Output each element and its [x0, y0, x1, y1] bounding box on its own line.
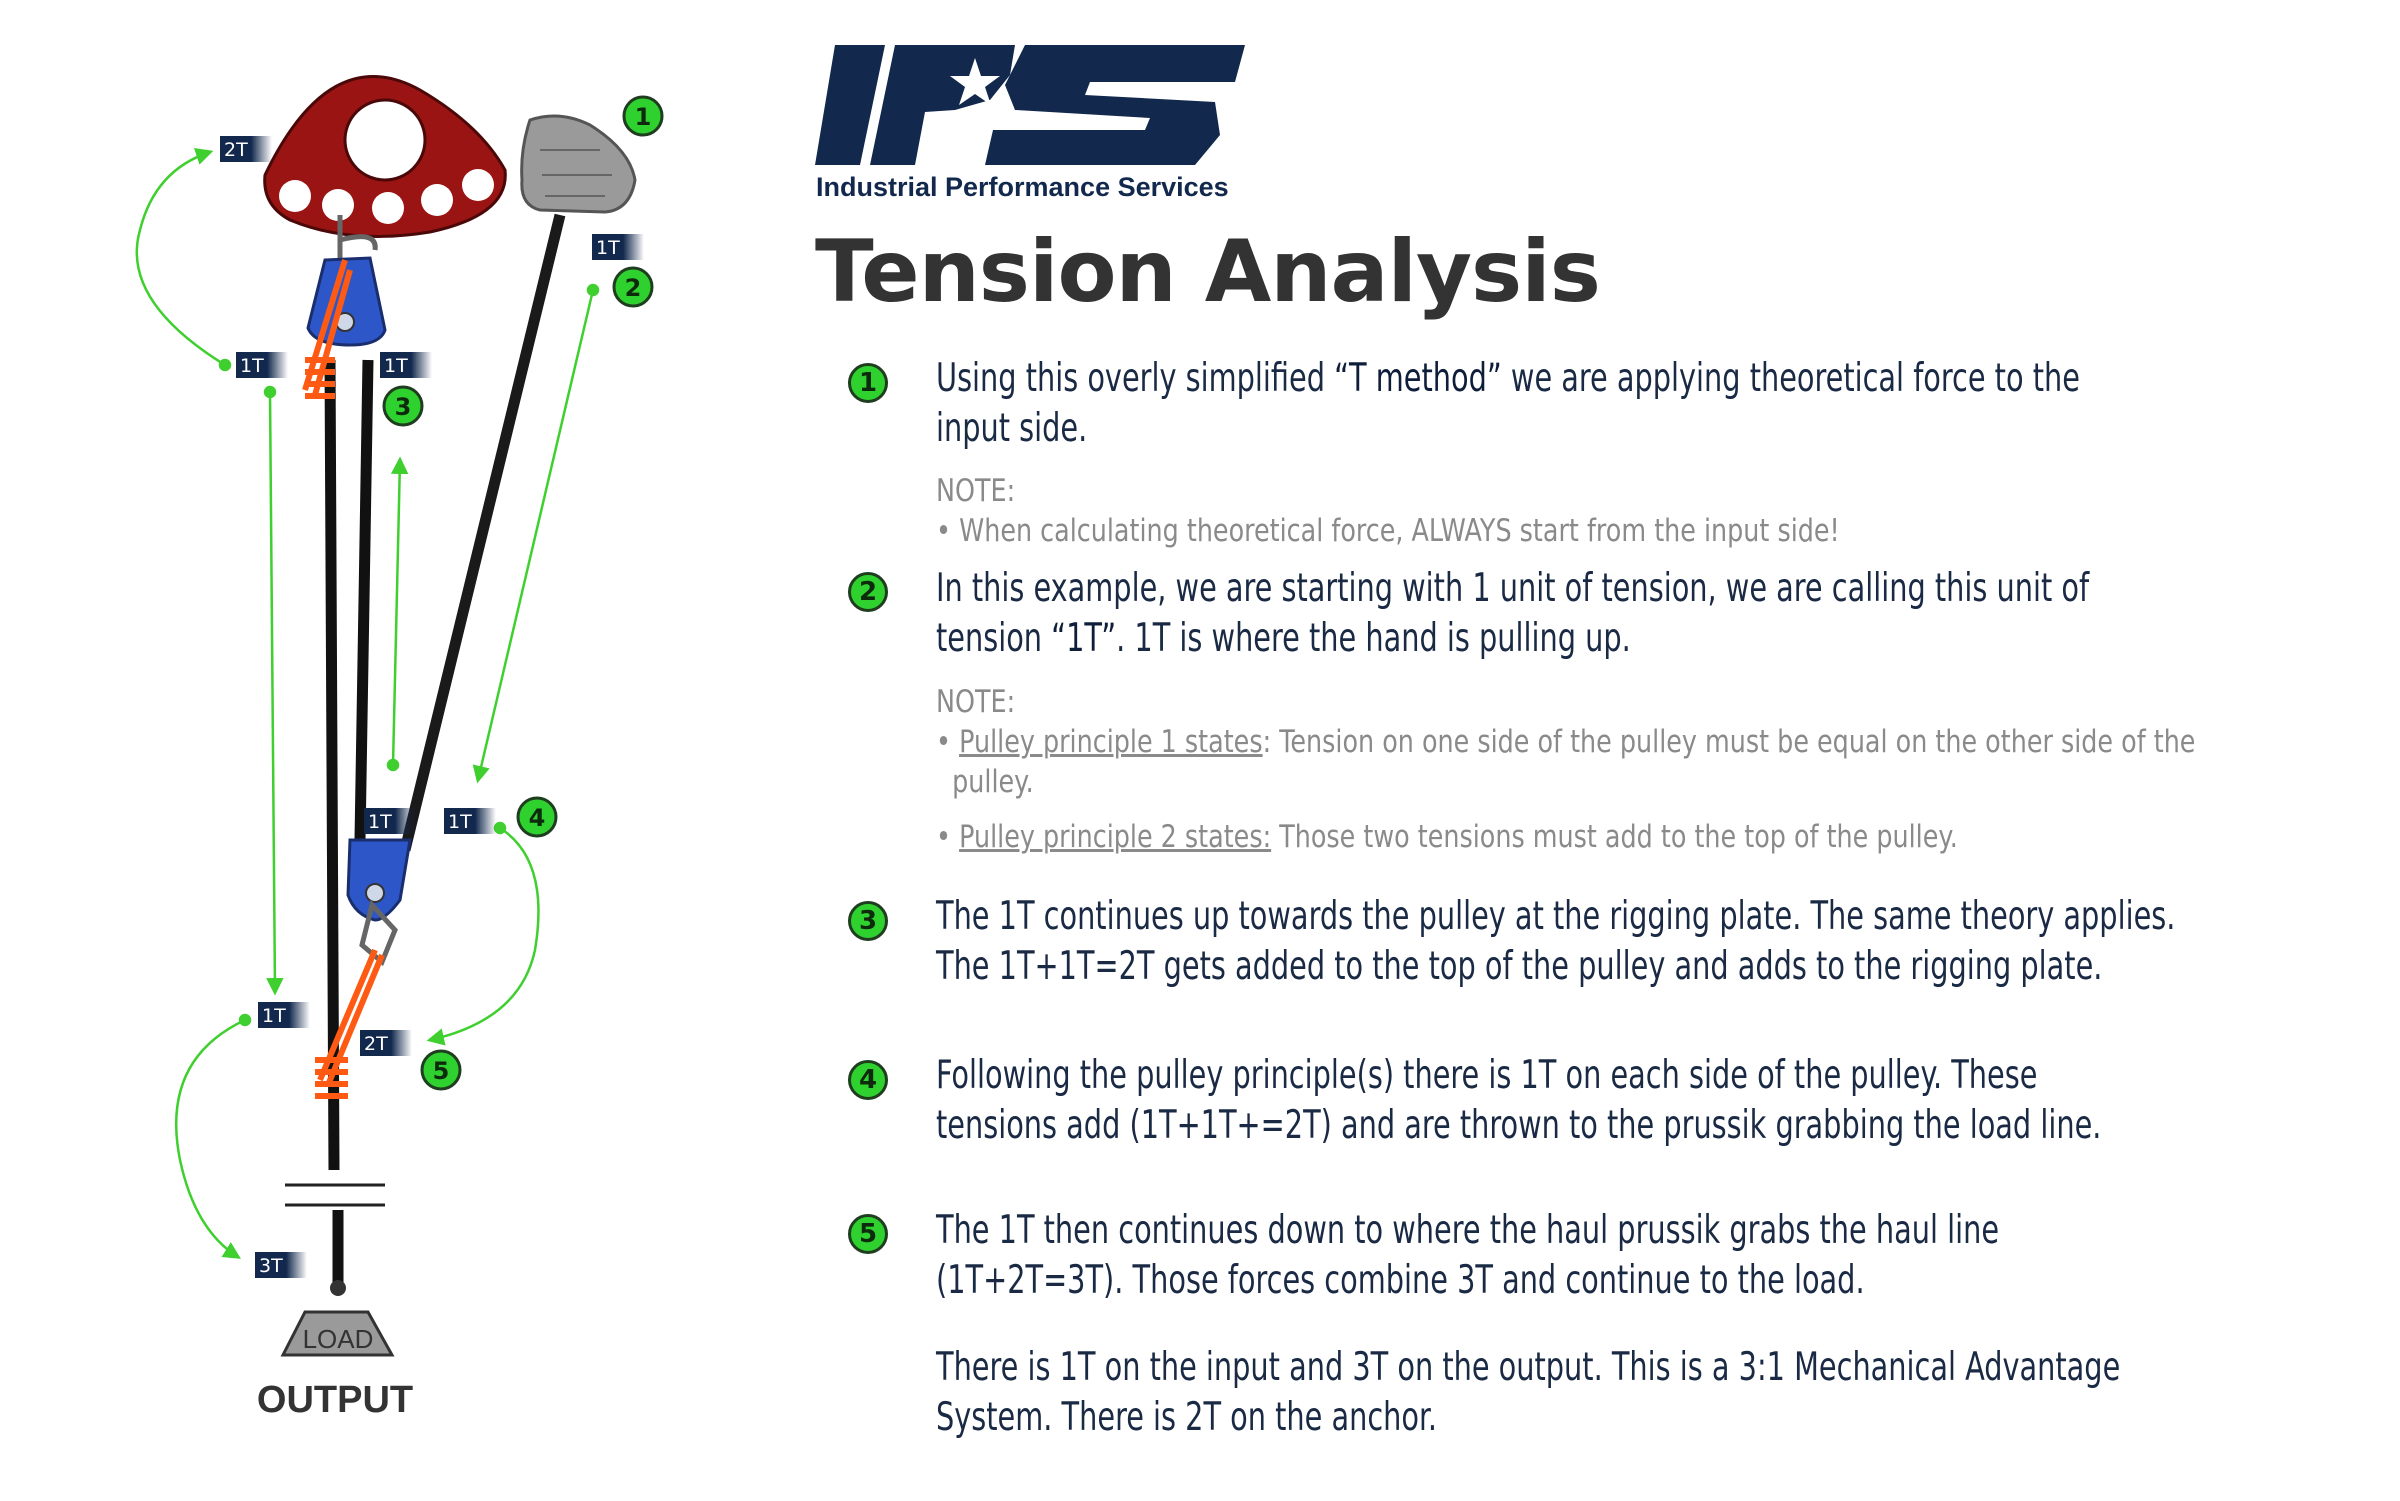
step-2-badge: 2 — [848, 572, 888, 612]
step-1-note: NOTE: • When calculating theoretical for… — [936, 473, 1840, 549]
tension-tags: 2T 1T 1T 1T 1T 1T 1T 2T 3T — [220, 136, 644, 1278]
svg-text:1T: 1T — [448, 811, 472, 833]
tag-3t: 3T — [255, 1252, 307, 1278]
svg-text:1T: 1T — [368, 811, 392, 833]
output-label: OUTPUT — [257, 1379, 413, 1421]
tension-arrows — [135, 148, 600, 1259]
svg-text:4: 4 — [529, 804, 546, 832]
step-4-text: Following the pulley principle(s) there … — [936, 1053, 2102, 1148]
load-label: LOAD — [303, 1324, 374, 1354]
svg-text:3T: 3T — [259, 1255, 283, 1277]
svg-text:2: 2 — [625, 274, 642, 302]
svg-text:2T: 2T — [364, 1033, 388, 1055]
diagram-badge-5: 5 — [420, 1049, 462, 1091]
step-1-badge: 1 — [848, 363, 888, 403]
diagram-badge-1: 1 — [622, 95, 664, 137]
diagram-badge-4: 4 — [516, 796, 558, 838]
conclusion-text: There is 1T on the input and 3T on the o… — [936, 1345, 2121, 1440]
svg-text:1T: 1T — [262, 1005, 286, 1027]
ips-logo — [815, 45, 1245, 165]
tag-2t-lower: 2T — [360, 1030, 412, 1056]
hand-icon — [520, 114, 637, 214]
tag-1t-lower: 1T — [258, 1002, 310, 1028]
page-title: Tension Analysis — [815, 222, 1601, 322]
tag-1t-mid: 1T — [380, 352, 432, 378]
mechanical-advantage-diagram: LOAD OUTPUT 2T 1T 1T 1T 1T 1T 1T 2T 3T 1… — [135, 75, 664, 1421]
step-3-text: The 1T continues up towards the pulley a… — [936, 894, 2176, 989]
bottom-pulley — [346, 838, 412, 967]
diagram-badge-2: 2 — [612, 266, 654, 308]
svg-text:1T: 1T — [384, 355, 408, 377]
diagram-badge-3: 3 — [382, 385, 424, 427]
svg-text:1: 1 — [635, 103, 652, 131]
step-4-badge: 4 — [848, 1060, 888, 1100]
svg-text:1T: 1T — [596, 237, 620, 259]
step-3-badge: 3 — [848, 901, 888, 941]
logo-subtitle: Industrial Performance Services — [816, 172, 1229, 202]
rigging-plate — [263, 75, 507, 238]
step-5-text: The 1T then continues down to where the … — [936, 1208, 2000, 1303]
svg-text:3: 3 — [395, 393, 412, 421]
svg-text:5: 5 — [433, 1057, 450, 1085]
prussik-knots — [302, 259, 385, 1099]
step-2-note: NOTE: • Pulley principle 1 states: Tensi… — [936, 684, 2196, 855]
load-weight: LOAD — [280, 1280, 395, 1357]
step-1-text: Using this overly simplified “T method” … — [936, 356, 2080, 451]
ropes — [285, 213, 566, 1285]
tag-1t-hand: 1T — [592, 234, 644, 260]
svg-text:1T: 1T — [240, 355, 264, 377]
tag-1t-pulley-left: 1T — [364, 808, 416, 834]
tag-1t-left: 1T — [236, 352, 288, 378]
step-5-badge: 5 — [848, 1214, 888, 1254]
tag-1t-pulley-right: 1T — [444, 808, 496, 834]
svg-text:2T: 2T — [224, 139, 248, 161]
diagram-badges: 1 2 3 4 5 — [382, 95, 664, 1091]
step-2-text: In this example, we are starting with 1 … — [936, 566, 2090, 661]
tag-2t-top: 2T — [220, 136, 272, 162]
